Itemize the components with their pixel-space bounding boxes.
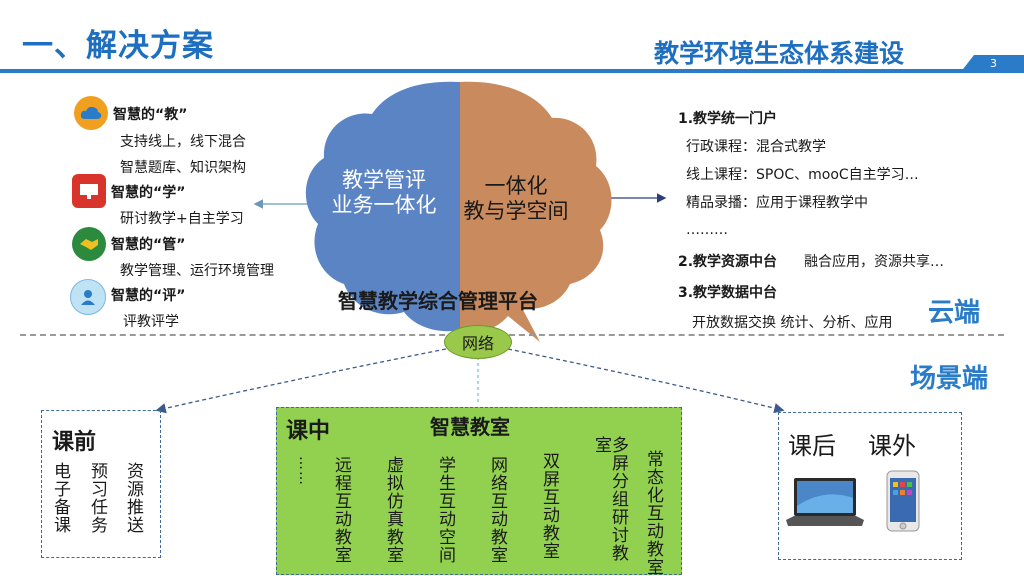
before-class-title: 课前 (52, 430, 97, 455)
right-heading-portal: 1.教学统一门户 (678, 111, 778, 127)
left-line: 支持线上，线下混合 (120, 134, 246, 150)
before-column: 电子备课 (50, 462, 70, 534)
right-line: 行政课程：混合式教学 (686, 139, 826, 155)
page-number-tab (960, 55, 1024, 73)
cloud-label: 云端 (928, 298, 981, 328)
right-heading-data: 3.教学数据中台 (678, 285, 778, 301)
right-line: 开放数据交换 统计、分析、应用 (692, 315, 893, 331)
left-line: 教学管理、运行环境管理 (120, 263, 274, 279)
classroom-column: 双屏互动教室 (539, 452, 559, 560)
right-line: 精品录播：应用于课程教学中 (686, 195, 868, 211)
brain-diagram (305, 81, 612, 342)
smartphone-icon (886, 470, 920, 532)
brain-right-line: 一体化 (484, 174, 548, 198)
brain-left-line: 业务一体化 (331, 193, 437, 218)
right-resource-extra: 融合应用，资源共享… (804, 254, 944, 270)
classroom-column: 学生互动空间 (435, 456, 455, 564)
classroom-column: 虚拟仿真教室 (383, 456, 403, 564)
network-node: 网络 (444, 325, 512, 359)
header-divider (0, 69, 1024, 73)
laptop-icon (786, 478, 864, 526)
scene-label: 场景端 (910, 364, 989, 394)
during-class-title: 课中 (286, 419, 331, 444)
classroom-column: 常态化互动教室 (643, 450, 663, 576)
brain-right-line: 教与学空间 (463, 199, 569, 224)
page-number: 3 (990, 57, 997, 70)
right-line: ……… (686, 222, 728, 238)
presentation-icon (72, 174, 106, 208)
section-divider (20, 334, 1004, 336)
during-class-box (276, 407, 682, 575)
page-subtitle: 教学环境生态体系建设 (654, 39, 905, 68)
left-line: 研讨教学+自主学习 (120, 211, 244, 227)
classroom-column: 多屏分组研讨教室 (591, 436, 628, 562)
before-column: 资源推送 (123, 462, 143, 534)
after-class-box (778, 412, 962, 560)
before-class-box (41, 410, 161, 558)
left-heading-evaluate: 智慧的“评” (111, 288, 186, 304)
left-heading-teach: 智慧的“教” (113, 107, 188, 123)
brain-left-line: 教学管评 (342, 168, 426, 192)
classroom-column: 网络互动教室 (487, 456, 507, 564)
left-line: 智慧题库、知识架构 (120, 160, 246, 176)
right-line: 线上课程：SPOC、mooC自主学习… (686, 167, 919, 183)
person-shield-icon (70, 279, 106, 315)
after-class-title: 课后 (788, 432, 836, 460)
brain-right-text: 一体化 教与学空间 (454, 174, 578, 224)
smart-classroom-title: 智慧教室 (430, 415, 510, 439)
handshake-icon (72, 227, 106, 261)
network-label: 网络 (461, 334, 494, 353)
platform-title: 智慧教学综合管理平台 (338, 289, 538, 313)
page-title: 一、解决方案 (22, 28, 214, 64)
before-column: 预习任务 (87, 462, 107, 534)
left-heading-learn: 智慧的“学” (111, 185, 186, 201)
cloud-chat-icon (74, 96, 108, 130)
brain-left-text: 教学管评 业务一体化 (326, 168, 442, 218)
extracurricular-title: 课外 (868, 432, 916, 460)
left-line: 评教评学 (123, 314, 179, 330)
during-dots: …… (296, 456, 312, 486)
classroom-column: 远程互动教室 (331, 456, 351, 564)
right-heading-resource: 2.教学资源中台 (678, 254, 778, 270)
left-heading-manage: 智慧的“管” (111, 237, 186, 253)
